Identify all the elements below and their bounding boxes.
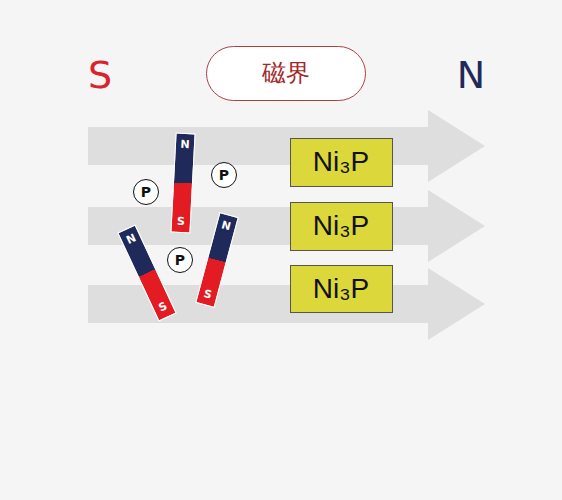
pole-letter: N xyxy=(220,218,232,233)
pole-label: S xyxy=(88,56,112,94)
pole-letter: N xyxy=(180,138,190,151)
compound-box: Ni₃P xyxy=(290,138,393,187)
phosphorus-atom: P xyxy=(133,179,159,205)
compound-box: Ni₃P xyxy=(290,265,393,313)
node-text: P xyxy=(175,252,185,268)
pole-letter: N xyxy=(124,231,138,247)
node-text: Ni₃P xyxy=(313,146,370,178)
pole-letter: S xyxy=(202,287,213,302)
field-label-pill: 磁界 xyxy=(206,46,366,101)
pole-letter: S xyxy=(157,299,170,314)
node-text: P xyxy=(141,184,151,200)
node-text: Ni₃P xyxy=(313,210,370,242)
node-text: 磁界 xyxy=(262,57,310,89)
pole-label: N xyxy=(457,56,485,94)
node-text: Ni₃P xyxy=(313,273,370,305)
phosphorus-atom: P xyxy=(167,247,193,273)
pole-letter: S xyxy=(177,215,186,228)
compound-box: Ni₃P xyxy=(290,202,393,251)
node-text: P xyxy=(219,167,229,183)
magnetic-field-arrows xyxy=(88,110,485,340)
phosphorus-atom: P xyxy=(211,162,237,188)
